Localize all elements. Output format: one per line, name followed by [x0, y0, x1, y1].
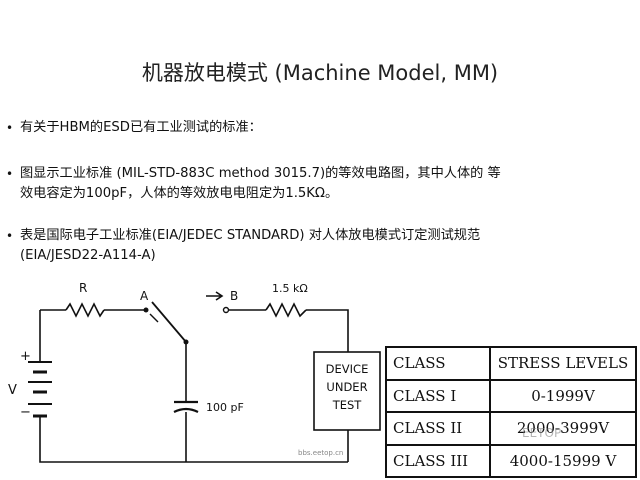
bullet-text-line2: (EIA/JESD22-A114-A) [20, 248, 156, 263]
device-label-line3: TEST [332, 398, 363, 412]
switch-arm [151, 301, 187, 343]
resistor-1-5k-label: 1.5 kΩ [272, 282, 308, 295]
bullet-dot: • [6, 121, 14, 135]
plus-label: + [20, 349, 31, 364]
resistor-r-symbol [65, 302, 105, 318]
table-cell-class: CLASS I [385, 378, 491, 413]
table-row: CLASS I 0-1999V [385, 378, 637, 413]
table-cell-stress: 4000-15999 V [489, 443, 637, 478]
wire-bottom [39, 420, 348, 463]
watermark-logo-text: EETOP [522, 426, 562, 440]
resistor-1-5k-symbol [265, 302, 307, 318]
resistor-r-label: R [79, 281, 87, 295]
table-header-class: CLASS [385, 346, 491, 381]
switch-direction-arrow-icon [206, 291, 224, 301]
battery-symbol [28, 358, 52, 420]
bullet-dot: • [6, 229, 14, 243]
bullet-text: 有关于HBM的ESD已有工业测试的标准： [20, 120, 262, 135]
node-a-terminal [143, 307, 149, 313]
table-row: CLASS II 2000-3999V [385, 411, 637, 446]
device-label-line2: UNDER [326, 380, 367, 394]
minus-label: − [20, 405, 31, 420]
equivalent-circuit-diagram: R A B 1.5 kΩ V + − 100 pF DEVICE UNDER T… [8, 281, 381, 463]
table-cell-stress: 2000-3999V [489, 411, 637, 446]
wire-resistor-to-dut [306, 309, 349, 352]
capacitor-label: 100 pF [206, 401, 244, 414]
slide-title: 机器放电模式 (Machine Model, MM) [141, 61, 499, 85]
device-under-test-box [313, 351, 381, 431]
capacitor-plate-bottom [173, 407, 199, 413]
table-cell-stress: 0-1999V [489, 378, 637, 413]
bullet-item-hbm-standard: • 有关于HBM的ESD已有工业测试的标准： [6, 118, 262, 138]
switch-arc [149, 313, 159, 323]
bullet-text-line1: 表是国际电子工业标准(EIA/JEDEC STANDARD) 对人体放电模式订定… [20, 228, 481, 243]
watermark-url: bbs.eetop.cn [298, 449, 344, 457]
bullet-text-line2: 效电容定为100pF，人体的等效放电电阻定为1.5KΩ。 [20, 186, 339, 201]
table-header-row: CLASS STRESS LEVELS [385, 346, 637, 381]
table-row: CLASS III 4000-15999 V [385, 443, 637, 478]
bullet-item-eia-jedec: • 表是国际电子工业标准(EIA/JEDEC STANDARD) 对人体放电模式… [6, 226, 640, 266]
bullet-item-mil-std: • 图显示工业标准 (MIL-STD-883C method 3015.7)的等… [6, 164, 640, 204]
node-b-label: B [230, 289, 238, 303]
table-cell-class: CLASS III [385, 443, 491, 478]
node-b-terminal [222, 306, 230, 314]
node-a-label: A [140, 289, 149, 303]
table-cell-class: CLASS II [385, 411, 491, 446]
table-header-stress: STRESS LEVELS [489, 346, 637, 381]
circuit-wires [39, 309, 349, 463]
device-label-line1: DEVICE [326, 362, 369, 376]
watermark-logo: EETOP [522, 426, 561, 440]
esd-class-table: CLASS STRESS LEVELS CLASS I 0-1999V CLAS… [385, 346, 637, 478]
bullet-dot: • [6, 167, 14, 181]
voltage-source-label: V [8, 383, 17, 398]
bullet-text-line1: 图显示工业标准 (MIL-STD-883C method 3015.7)的等效电… [20, 166, 501, 181]
